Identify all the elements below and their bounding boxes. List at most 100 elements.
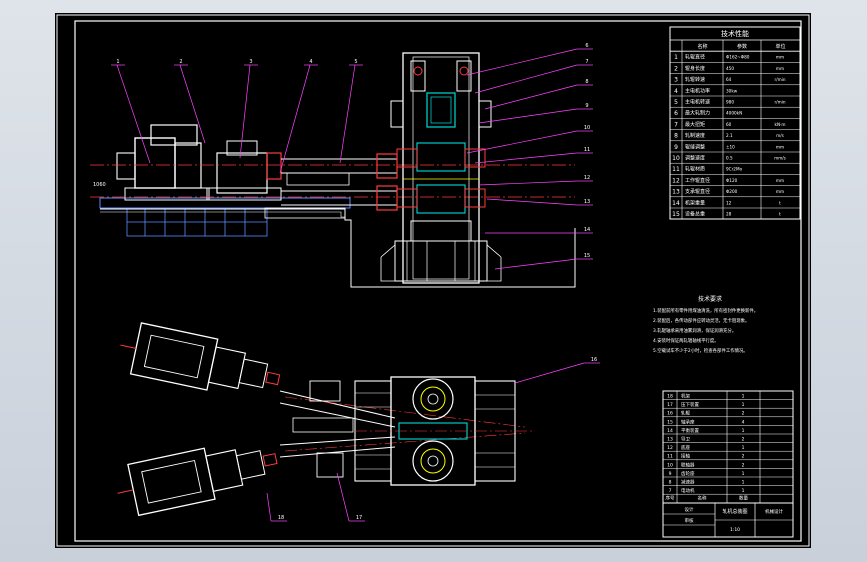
leader-number: 7 bbox=[585, 59, 588, 65]
spec-row-value: 4000kN bbox=[726, 111, 742, 116]
parts-row-qty: 1 bbox=[742, 445, 745, 451]
spec-row-no: 4 bbox=[674, 88, 678, 95]
spec-row-name: 轧辊直径 bbox=[685, 54, 705, 61]
spec-row-unit: mm bbox=[776, 189, 784, 194]
spec-row-unit: r/min bbox=[774, 100, 785, 105]
spec-row-unit: mm bbox=[776, 66, 784, 71]
spec-row-unit: mm/s bbox=[774, 156, 786, 161]
leader-line bbox=[336, 472, 350, 522]
parts-row-qty: 1 bbox=[742, 488, 745, 494]
parts-list-header: 序号名称数量 bbox=[666, 495, 749, 502]
parts-row-qty: 1 bbox=[742, 402, 745, 408]
leader-number: 15 bbox=[584, 253, 590, 259]
leader-number: 14 bbox=[584, 227, 590, 233]
parts-header-cell: 名称 bbox=[698, 495, 707, 502]
spec-row-name: 设备总重 bbox=[685, 211, 705, 218]
leader-line bbox=[266, 492, 272, 522]
leader-number: 18 bbox=[278, 515, 284, 521]
spec-row-unit: kN·m bbox=[775, 122, 786, 127]
spec-row-value: 980 bbox=[726, 100, 734, 105]
spec-row-name: 调整速度 bbox=[685, 155, 705, 162]
tech-requirement-line: 3.轧辊轴承采用油雾润滑，保证润滑充分。 bbox=[653, 327, 736, 334]
leader-number: 12 bbox=[584, 175, 590, 181]
spec-row-name: 轧辊材质 bbox=[685, 166, 705, 173]
motor-box bbox=[150, 124, 198, 146]
parts-header-cell: 数量 bbox=[739, 495, 748, 502]
parts-row-name: 减速器 bbox=[681, 479, 695, 486]
spec-row-no: 15 bbox=[672, 211, 680, 218]
parts-row-name: 齿轮座 bbox=[681, 470, 695, 477]
parts-row-qty: 1 bbox=[742, 471, 745, 477]
spec-row-name: 最大扭矩 bbox=[685, 121, 705, 128]
parts-row-no: 17 bbox=[667, 402, 673, 408]
leader-line bbox=[179, 64, 206, 144]
leader-line bbox=[466, 130, 578, 154]
spec-row-no: 7 bbox=[674, 121, 678, 128]
leader-line bbox=[239, 64, 251, 159]
tech-requirement-line: 1.装配前所有零件用煤油清洗，所有密封件更换新件。 bbox=[653, 307, 758, 314]
leader-number: 1 bbox=[116, 59, 119, 65]
tech-requirements-title: 技术要求 bbox=[698, 295, 722, 303]
parts-row-name: 底座 bbox=[681, 444, 690, 451]
parts-row-qty: 2 bbox=[742, 462, 745, 468]
leader-line bbox=[474, 152, 578, 164]
title-block-school: 机械设计 bbox=[765, 508, 783, 515]
parts-row-name: 轧辊 bbox=[681, 410, 690, 417]
leader-number: 2 bbox=[179, 59, 182, 65]
tech-requirement-line: 2.装配后，各传动部件应转动灵活，无卡阻现象。 bbox=[653, 317, 749, 324]
leader-number: 6 bbox=[585, 43, 588, 49]
spec-row-no: 11 bbox=[672, 166, 680, 173]
spec-row-no: 3 bbox=[674, 77, 678, 84]
parts-row-no: 7 bbox=[669, 488, 672, 494]
spec-row-no: 12 bbox=[672, 177, 680, 184]
spec-row-name: 辊缝调整 bbox=[685, 143, 705, 150]
parts-row-qty: 1 bbox=[742, 428, 745, 434]
spec-row-unit: r/min bbox=[774, 77, 785, 82]
mill-stand-front-view bbox=[380, 52, 502, 284]
inner-frame bbox=[74, 20, 802, 542]
tech-requirement-line: 4.安装时保证两轧辊轴线平行度。 bbox=[653, 337, 719, 344]
title-block-checker: 审核 bbox=[685, 517, 694, 524]
spec-row-no: 5 bbox=[674, 99, 678, 106]
spec-row-value: ±10 bbox=[726, 144, 735, 149]
leader-line bbox=[116, 64, 151, 164]
drive-line-plan-view bbox=[117, 322, 526, 517]
tech-requirements: 技术要求 1.装配前所有零件用煤油清洗，所有密封件更换新件。 2.装配后，各传动部… bbox=[653, 295, 758, 354]
spec-row-value: Φ200 bbox=[726, 189, 738, 194]
parts-row-qty: 2 bbox=[742, 454, 745, 460]
spec-header-cell: 名称 bbox=[697, 43, 707, 50]
leader-line bbox=[339, 64, 356, 164]
parts-row-name: 联轴器 bbox=[681, 461, 695, 468]
spec-row-value: Φ162~Φ80 bbox=[726, 55, 750, 60]
title-block-scale: 1:10 bbox=[730, 527, 740, 533]
spec-row-name: 主电机转速 bbox=[685, 99, 710, 106]
parts-row-no: 16 bbox=[667, 411, 673, 417]
spec-row-no: 10 bbox=[672, 155, 680, 162]
spec-row-name: 机架重量 bbox=[685, 199, 705, 206]
leader-number: 8 bbox=[585, 79, 588, 85]
spec-row-unit: mm bbox=[776, 144, 784, 149]
leader-number: 4 bbox=[309, 59, 312, 65]
drawing-canvas[interactable]: 1060 bbox=[55, 13, 811, 548]
spec-row: 5 主电机转速 980 r/min bbox=[674, 99, 786, 107]
parts-row-no: 8 bbox=[669, 480, 672, 486]
title-block-designer: 设计 bbox=[685, 506, 694, 513]
spec-row-name: 支承辊直径 bbox=[685, 188, 710, 195]
parts-row-name: 轴承座 bbox=[681, 418, 695, 425]
reducer bbox=[216, 152, 268, 194]
leader-number: 13 bbox=[584, 199, 590, 205]
